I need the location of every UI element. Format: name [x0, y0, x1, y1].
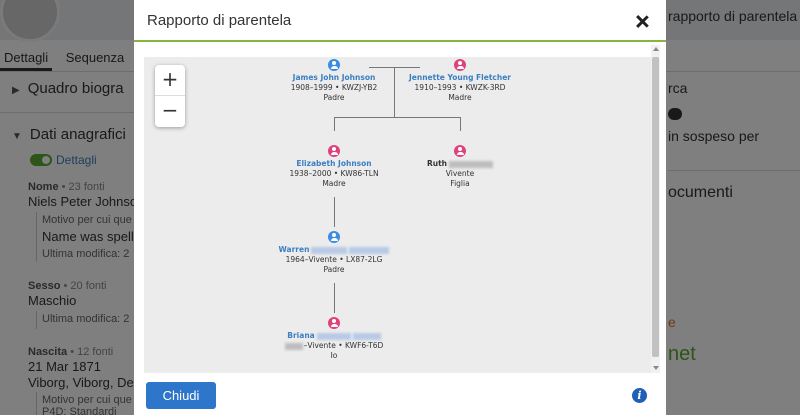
person-name-row: Briana [259, 331, 409, 341]
person-card-warren[interactable]: Warren 1964–Vivente • LX87-2LG Padre [259, 231, 409, 275]
person-role: Madre [448, 93, 472, 102]
person-role: Io [330, 351, 338, 360]
female-person-icon [328, 145, 340, 157]
person-dates: 1908–1999 • KWZJ-YB2 [290, 83, 378, 92]
person-dates: –Vivente • KWF6-T6D [303, 341, 384, 350]
person-role: Madre [322, 179, 346, 188]
redacted-text [352, 332, 381, 340]
scroll-down-arrow-icon[interactable] [653, 366, 659, 370]
zoom-out-button[interactable]: − [161, 98, 179, 122]
redacted-text [316, 332, 351, 340]
close-icon[interactable] [631, 11, 653, 33]
person-card-father[interactable]: James John Johnson 1908–1999 • KWZJ-YB2 … [259, 59, 409, 103]
relationship-chart[interactable]: + − James John Johnson 1908–1999 • KWZJ-… [144, 57, 653, 373]
person-role: Padre [323, 93, 345, 102]
close-button[interactable]: Chiudi [146, 382, 216, 409]
male-person-icon [328, 59, 340, 71]
person-dates: 1964–Vivente • LX87-2LG [285, 255, 383, 264]
scroll-up-arrow-icon[interactable] [653, 47, 659, 51]
person-card-mother[interactable]: Jennette Young Fletcher 1910–1993 • KWZK… [385, 59, 535, 103]
person-name[interactable]: Warren [278, 245, 310, 254]
female-person-icon [328, 317, 340, 329]
modal-footer: Chiudi i [134, 374, 666, 415]
child-line [460, 117, 461, 131]
person-dates: Vivente [445, 169, 475, 178]
person-name[interactable]: James John Johnson [292, 73, 376, 82]
zoom-control: + − [155, 65, 185, 127]
redacted-text [311, 246, 348, 254]
person-card-ruth[interactable]: Ruth Vivente Figlia [385, 145, 535, 189]
redacted-text [284, 342, 303, 350]
relationship-modal: Rapporto di parentela + − James John Joh… [134, 0, 666, 415]
person-name-row: Warren [259, 245, 409, 255]
male-person-icon [328, 231, 340, 243]
parent-descent-line [394, 68, 395, 117]
person-dates: 1910–1993 • KWZK-3RD [414, 83, 506, 92]
redacted-text [449, 160, 494, 168]
person-name[interactable]: Elizabeth Johnson [296, 159, 372, 168]
sibling-connector [334, 117, 461, 118]
female-person-icon [454, 145, 466, 157]
couple-connector [369, 67, 420, 68]
person-role: Padre [323, 265, 345, 274]
person-dates-row: –Vivente • KWF6-T6D [259, 341, 409, 351]
vertical-scrollbar[interactable] [651, 45, 660, 373]
zoom-in-button[interactable]: + [155, 65, 185, 96]
person-card-briana[interactable]: Briana –Vivente • KWF6-T6D Io [259, 317, 409, 361]
person-name-row: Ruth [385, 159, 535, 169]
person-card-elizabeth[interactable]: Elizabeth Johnson 1938–2000 • KW86-TLN M… [259, 145, 409, 189]
person-role: Figlia [450, 179, 470, 188]
person-name[interactable]: Ruth [426, 159, 448, 168]
info-icon[interactable]: i [632, 388, 647, 403]
redacted-text [349, 246, 390, 254]
female-person-icon [454, 59, 466, 71]
person-name[interactable]: Jennette Young Fletcher [408, 73, 511, 82]
descent-line [334, 283, 335, 313]
modal-header: Rapporto di parentela [134, 0, 666, 42]
descent-line [334, 197, 335, 227]
person-dates: 1938–2000 • KW86-TLN [289, 169, 379, 178]
modal-title: Rapporto di parentela [147, 12, 292, 29]
person-name[interactable]: Briana [287, 331, 315, 340]
child-line [334, 117, 335, 131]
scroll-thumb[interactable] [652, 57, 659, 357]
